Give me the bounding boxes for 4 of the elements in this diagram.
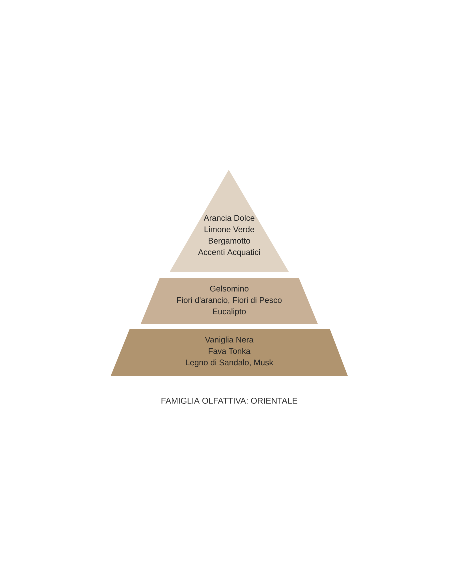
pyramid-tier: Arancia Dolce Limone Verde Bergamotto Accenti Acquatici [170, 170, 289, 272]
pyramid-tier: Gelsomino Fiori d'arancio, Fiori di Pesco Eucalipto [141, 278, 318, 324]
caption: FAMIGLIA OLFATTIVA: ORIENTALE [162, 398, 298, 404]
pyramid-tier: Vaniglia Nera Fava Tonka Legno di Sandalo, Musk [111, 329, 348, 376]
